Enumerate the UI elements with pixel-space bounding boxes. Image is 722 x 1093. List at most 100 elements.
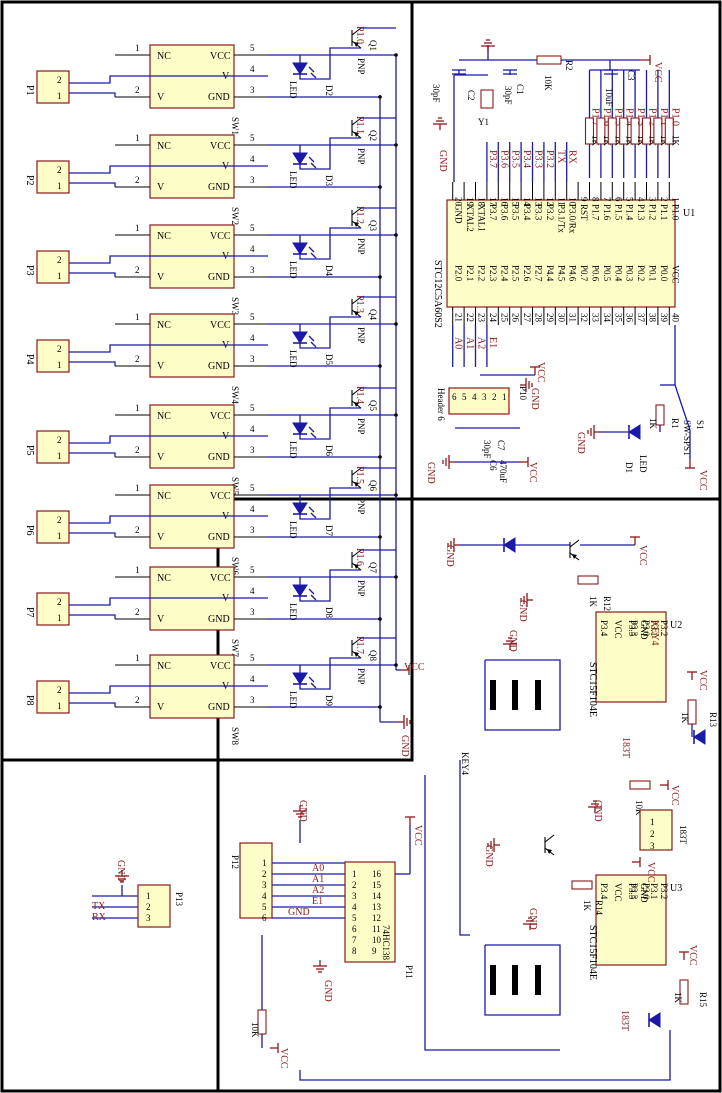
switch-ref: SW7 xyxy=(230,639,240,658)
mcu-ref: U1 xyxy=(683,208,695,219)
transistor-ref: Q6 xyxy=(368,480,378,491)
arrow-icon xyxy=(354,564,359,569)
pin-number: 32 xyxy=(579,313,589,322)
cap-value: 30pF xyxy=(431,84,441,103)
diode-ref: D8 xyxy=(324,607,334,618)
wire xyxy=(544,834,555,843)
arrow-icon xyxy=(572,554,577,559)
pin-number: 21 xyxy=(454,313,464,322)
chip-pin: P3.0 xyxy=(641,620,651,637)
led-icon xyxy=(693,729,706,745)
wire xyxy=(351,296,362,305)
connector-pin: 2 xyxy=(146,902,151,912)
pin-number: 37 xyxy=(636,313,646,323)
pin-number: 34 xyxy=(602,313,612,323)
pin-name: P2.5 xyxy=(511,265,521,282)
transistor-ref: Q7 xyxy=(368,562,378,573)
pin-number: 39 xyxy=(659,313,669,323)
pnp-transistor-icon xyxy=(351,27,362,49)
ground-symbol xyxy=(398,715,411,729)
wire xyxy=(351,117,362,126)
chip-name: STC15F104E xyxy=(587,925,598,980)
pin-label: GND xyxy=(208,92,230,103)
led-label: LED xyxy=(288,603,298,621)
pin-number: 27 xyxy=(522,313,532,323)
led-icon xyxy=(292,242,317,259)
pin-name: GND xyxy=(454,204,464,224)
pin-name: P3.7 xyxy=(488,204,498,221)
chip-pin: P3.4 xyxy=(599,620,609,637)
cap-value: 10uF xyxy=(604,88,614,107)
led-icon xyxy=(292,331,317,348)
pin-number: 33 xyxy=(591,313,601,323)
junction-dot xyxy=(394,493,398,497)
wire xyxy=(459,760,470,936)
switch-ref: SW2 xyxy=(230,207,240,225)
pin-number: 5 xyxy=(250,312,255,322)
pin-name: P4.6 xyxy=(568,265,578,282)
chip-pin: P3.0 xyxy=(641,883,651,900)
pin-name: P3.5 xyxy=(511,204,521,221)
resistor-value: 1K xyxy=(613,135,623,147)
transistor-type: PNP xyxy=(356,327,366,344)
chip-pin: 2 xyxy=(352,880,357,890)
connector-pin: 4 xyxy=(262,891,267,901)
resistor-value: 1K xyxy=(659,135,669,147)
chip-pin: GND xyxy=(639,883,649,903)
wire xyxy=(310,341,317,348)
pin-number: 22 xyxy=(465,313,475,322)
pin-number: 1 xyxy=(670,197,680,202)
pin-label: VCC xyxy=(210,661,231,672)
resistor-value: 1K xyxy=(648,418,658,430)
pin-label: NC xyxy=(157,141,171,152)
switch-ref: SW8 xyxy=(230,727,240,746)
junction-dot xyxy=(378,455,382,459)
connector-p6 xyxy=(36,510,70,544)
net-label: P3.4 xyxy=(521,150,532,168)
diode-ref: D1 xyxy=(624,462,634,473)
wire xyxy=(310,594,317,601)
junction-dot xyxy=(394,575,398,579)
led-icon xyxy=(292,62,317,79)
ground-symbol xyxy=(313,960,327,973)
pin-name: RST xyxy=(579,204,589,221)
switch-type: SW-SPST xyxy=(682,420,692,457)
ground-symbol xyxy=(587,425,600,439)
pin-number: 1 xyxy=(135,403,140,413)
pin-number: 3 xyxy=(250,175,255,185)
connector-pin: 1 xyxy=(57,91,62,101)
ground-symbol xyxy=(588,800,602,813)
header-pin: 3 xyxy=(482,392,487,402)
wire xyxy=(310,682,317,689)
cap-ref: C1 xyxy=(515,84,525,95)
ground-symbol xyxy=(523,917,537,930)
port-label: P1.3 xyxy=(354,295,365,313)
key-wire xyxy=(484,659,561,731)
led-wire xyxy=(299,569,361,602)
pin-number: 3 xyxy=(648,197,658,202)
rx-label: RX xyxy=(92,912,107,923)
transistor-ref: Q3 xyxy=(368,220,378,231)
led-triangle-icon xyxy=(628,424,641,440)
led-label: LED xyxy=(288,81,298,99)
vcc-symbol xyxy=(687,671,697,680)
pin-number: 20 xyxy=(454,197,464,207)
net-label: RX xyxy=(567,150,578,165)
wire xyxy=(308,335,315,342)
connector-ref: P1 xyxy=(24,85,35,96)
gnd-label: GND xyxy=(507,630,518,652)
led-triangle-icon xyxy=(292,672,308,685)
junction-dot xyxy=(378,364,382,368)
led-icon xyxy=(292,152,317,169)
chip-pin: 9 xyxy=(372,946,377,956)
pin-name: P3.0/Rx xyxy=(568,204,578,234)
connector-pin: 3 xyxy=(146,913,151,923)
resistor-value: 1K xyxy=(636,135,646,147)
gnd-label: GND xyxy=(529,388,540,410)
pin-label: VCC xyxy=(210,141,231,152)
led-label: LED xyxy=(288,261,298,279)
pin-number: 4 xyxy=(250,504,255,514)
chip-ref: U2 xyxy=(670,620,682,631)
vcc-label: VCC xyxy=(645,862,656,883)
wire xyxy=(351,637,362,646)
